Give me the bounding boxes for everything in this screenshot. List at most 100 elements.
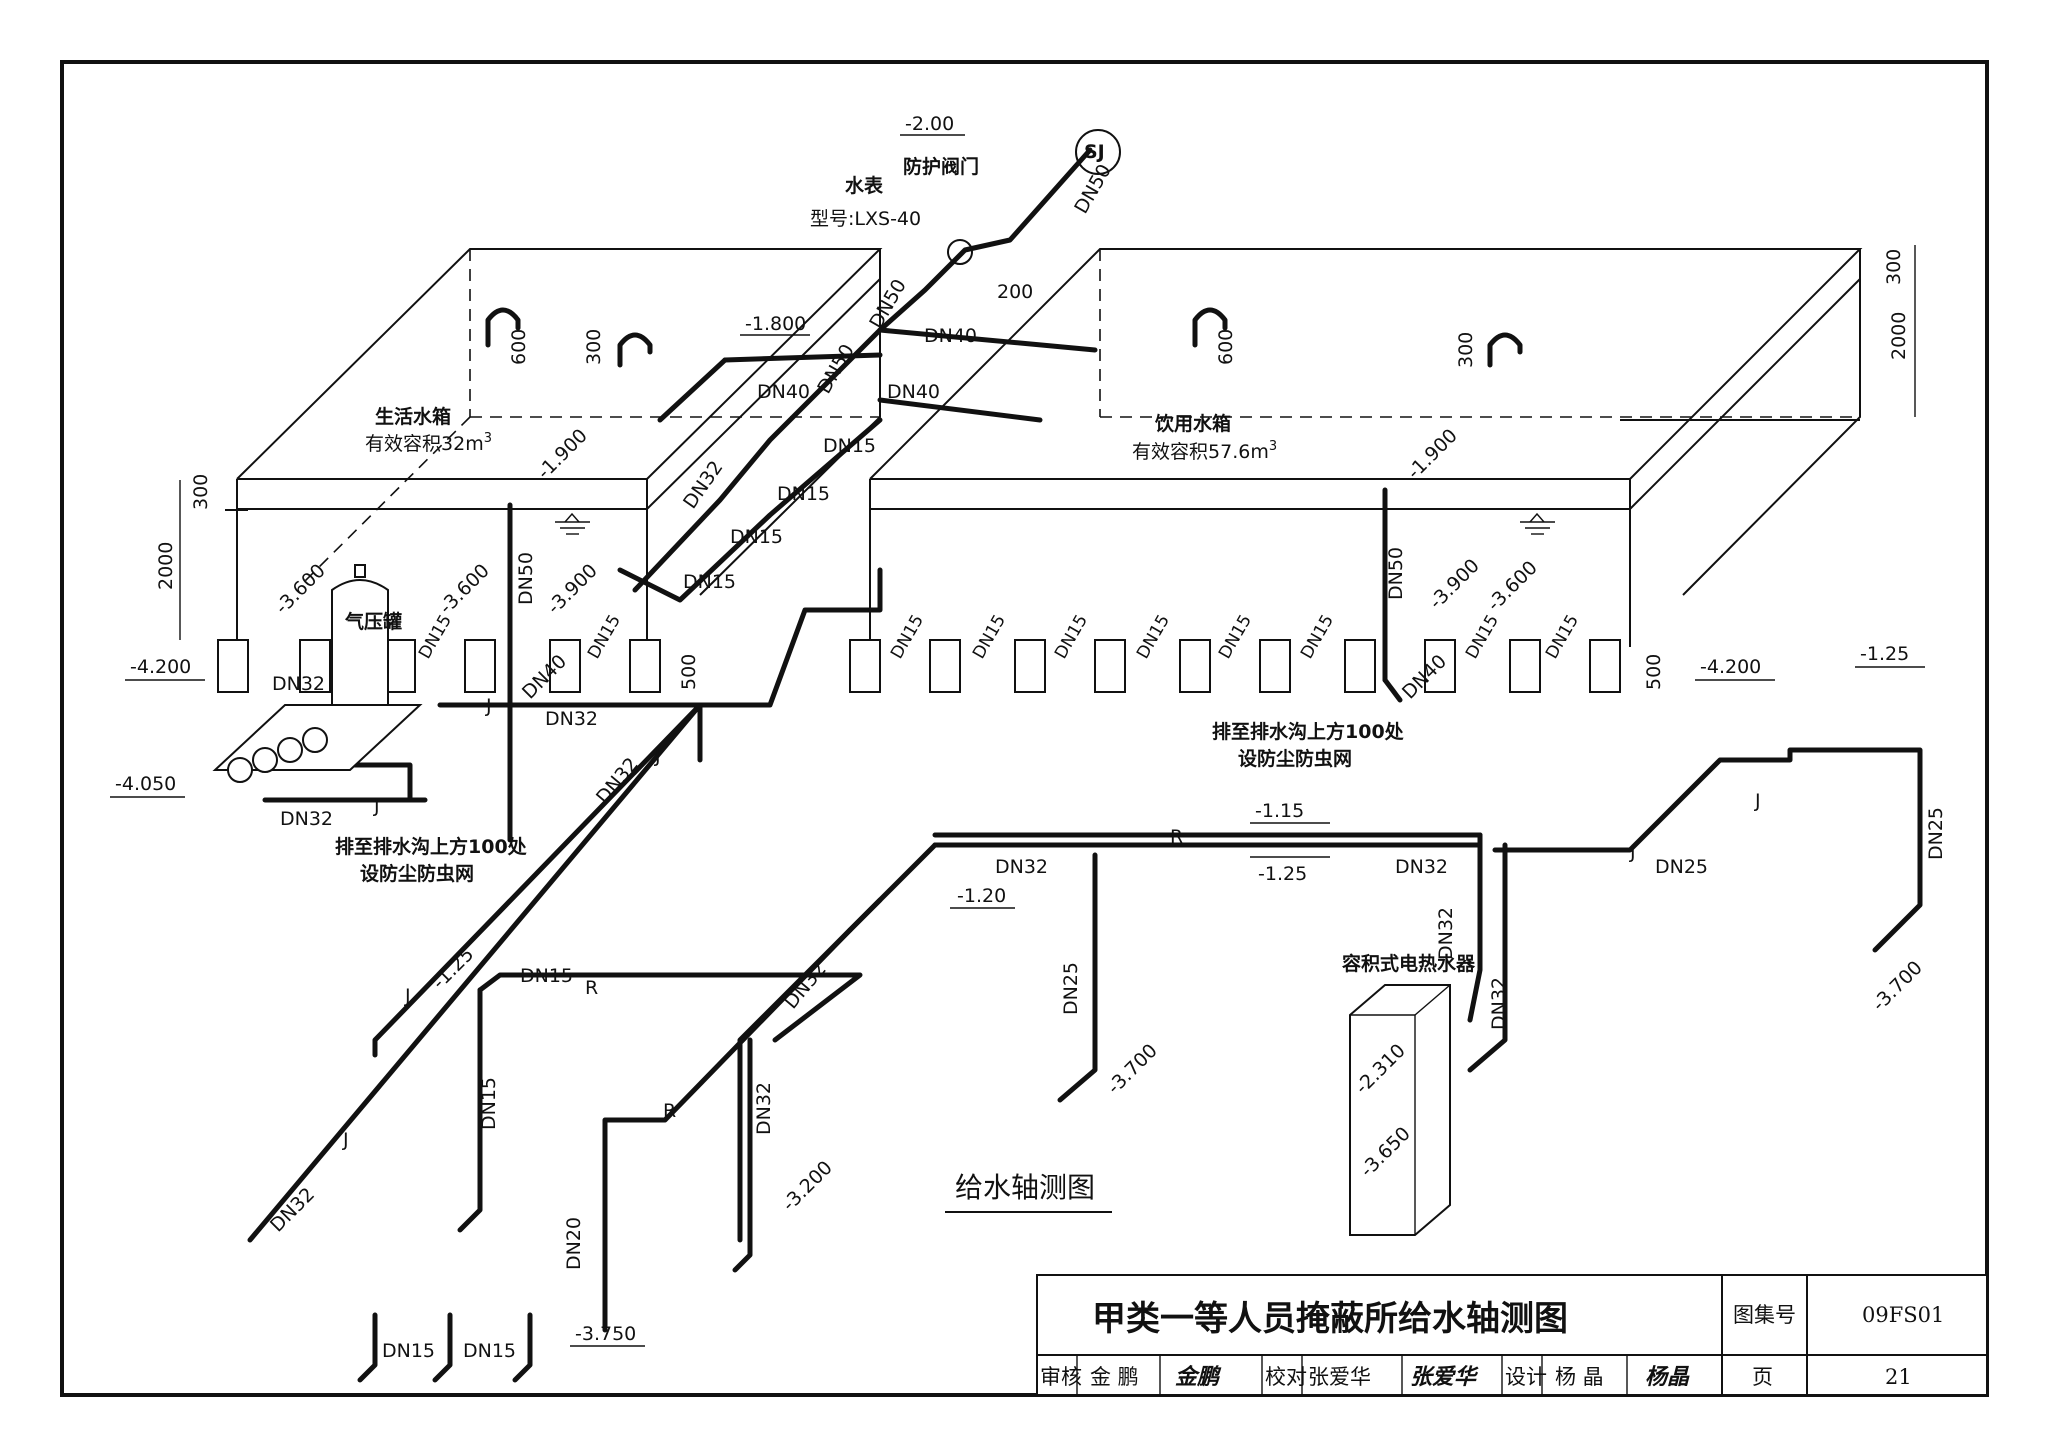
pressure-tank-label: 气压罐	[344, 610, 402, 633]
pressure-tank	[212, 564, 423, 783]
pipe-dn15-blk-1: DN15	[415, 611, 456, 662]
pipe-dn32-mid-a: DN32	[995, 856, 1048, 878]
pipe-dn32-mid-b: DN32	[1395, 856, 1448, 878]
living-tank-name: 生活水箱	[375, 405, 451, 428]
elev-1-800: -1.800	[745, 313, 806, 335]
check-name: 张爱华	[1308, 1365, 1371, 1389]
dim-300-mid: 300	[583, 329, 605, 365]
drawing-caption: 给水轴测图	[955, 1171, 1095, 1204]
pipe-j-a: J	[485, 695, 492, 717]
heater-label: 容积式电热水器	[1342, 952, 1476, 975]
pipe-j-d: J	[404, 985, 411, 1007]
title-block-title: 甲类一等人员掩蔽所给水轴测图	[1092, 1299, 1568, 1339]
elev-1-25-right: -1.25	[1860, 643, 1909, 665]
vent-pipes	[485, 307, 1523, 368]
pipe-dn15-blk-9: DN15	[1462, 611, 1503, 662]
supply-piping	[245, 147, 1923, 1383]
pipe-dn15-blk-2: DN15	[584, 611, 625, 662]
meter-label: 水表	[845, 174, 884, 197]
pipe-dn50-right: DN50	[1385, 547, 1407, 600]
dim-2000-left: 2000	[155, 542, 177, 590]
dim-500-left: 500	[678, 654, 700, 690]
pipe-j-g: J	[1754, 790, 1761, 812]
sj-marker	[1075, 129, 1121, 175]
dim-500-right: 500	[1643, 654, 1665, 690]
pipe-dn32-pump: DN32	[272, 673, 325, 695]
dim-300-right: 300	[1455, 332, 1477, 368]
pipe-dn50-a: DN50	[865, 276, 911, 333]
dim-200: 200	[997, 281, 1033, 303]
pipe-dn15-b: DN15	[777, 483, 830, 505]
pipe-r-c: R	[663, 1100, 676, 1122]
pipe-dn50-left: DN50	[515, 552, 537, 605]
pipe-dn40-b: DN40	[757, 381, 810, 403]
pipe-dn15-blk-7: DN15	[1215, 611, 1256, 662]
page-number: 21	[1885, 1365, 1912, 1389]
elev-1-20: -1.20	[957, 885, 1006, 907]
valve-label: 防护阀门	[903, 155, 979, 178]
meter-model-label: 型号:LXS-40	[810, 208, 921, 230]
pipe-dn15-blk-10: DN15	[1542, 611, 1583, 662]
elev-3-600-b: -3.600	[435, 560, 494, 619]
pipe-dn15-tap-a: DN15	[382, 1340, 435, 1362]
pipe-dn32-bottom: DN32	[280, 808, 333, 830]
elev-4-050: -4.050	[115, 773, 176, 795]
pipe-dn15-vert: DN15	[478, 1077, 500, 1130]
living-tank-volume: 有效容积32m3	[365, 431, 492, 455]
dim-300-top: 300	[1883, 249, 1905, 285]
pipe-dn15-r: DN15	[520, 965, 573, 987]
pipe-r-b: R	[585, 977, 598, 999]
pipe-dn15-tap-b: DN15	[463, 1340, 516, 1362]
atlas-label: 图集号	[1733, 1303, 1796, 1327]
review-name: 金 鹏	[1090, 1365, 1139, 1389]
pipe-dn15-d: DN15	[683, 571, 736, 593]
elev-3-700-mid: -3.700	[1103, 1040, 1162, 1099]
pipe-dn25-drop: DN25	[1060, 962, 1082, 1015]
tank-support-blocks	[217, 639, 1621, 693]
pipe-dn15-blk-5: DN15	[1051, 611, 1092, 662]
elev-3-700-right: -3.700	[1868, 957, 1927, 1016]
pipe-dn50-b: DN50	[813, 341, 859, 398]
drain-note-left-1: 排至排水沟上方100处	[335, 835, 528, 858]
pipe-r-a: R	[1170, 826, 1183, 848]
elev-4-200-right: -4.200	[1700, 656, 1761, 678]
pipe-dn50-sj: DN50	[1070, 161, 1116, 218]
drain-note-right-1: 排至排水沟上方100处	[1212, 720, 1405, 743]
pipe-dn32-heater-a: DN32	[1435, 907, 1457, 960]
pipe-dn32-vert: DN32	[753, 1082, 775, 1135]
pipe-dn20: DN20	[563, 1217, 585, 1270]
drawing-frame	[60, 60, 1989, 1397]
pipe-dn15-a: DN15	[823, 435, 876, 457]
check-label: 校对	[1265, 1365, 1307, 1389]
dim-600-left: 600	[508, 329, 530, 365]
drain-note-left-2: 设防尘防虫网	[360, 862, 474, 885]
elev-3-600-c: -3.600	[1483, 557, 1542, 616]
pipe-dn15-c: DN15	[730, 526, 783, 548]
drinking-tank-name: 饮用水箱	[1154, 412, 1231, 435]
pipe-dn15-blk-3: DN15	[887, 611, 928, 662]
pipe-dn40-a: DN40	[924, 325, 977, 347]
elev-1-15: -1.15	[1255, 800, 1304, 822]
check-signature: 张爱华	[1410, 1364, 1479, 1390]
elev-1-900-left: -1.900	[533, 425, 592, 484]
water-meter-icon	[947, 239, 973, 265]
dim-300-left: 300	[190, 474, 212, 510]
dim-600-right: 600	[1215, 329, 1237, 365]
pipe-j-f: J	[1629, 841, 1636, 863]
pipe-j-c: J	[654, 745, 661, 767]
pipe-dn15-blk-6: DN15	[1133, 611, 1174, 662]
elev-2-00: -2.00	[905, 113, 954, 135]
pipe-dn32-upper: DN32	[679, 457, 727, 513]
title-block: 甲类一等人员掩蔽所给水轴测图 图集号 09FS01 审核 金 鹏 金鹏 校对 张…	[1036, 1274, 1988, 1396]
elev-1-25-left: -1.25	[428, 943, 478, 993]
atlas-number: 09FS01	[1862, 1303, 1944, 1327]
elev-3-900-right: -3.900	[1425, 555, 1484, 614]
sj-label: SJ	[1084, 141, 1105, 163]
pipe-j-b: J	[373, 795, 380, 817]
pipe-dn25-vert: DN25	[1925, 807, 1947, 860]
pipe-j-e: J	[342, 1129, 349, 1151]
pipe-dn15-blk-8: DN15	[1297, 611, 1338, 662]
pipe-dn32-main: DN32	[545, 708, 598, 730]
elev-3-750: -3.750	[575, 1323, 636, 1345]
